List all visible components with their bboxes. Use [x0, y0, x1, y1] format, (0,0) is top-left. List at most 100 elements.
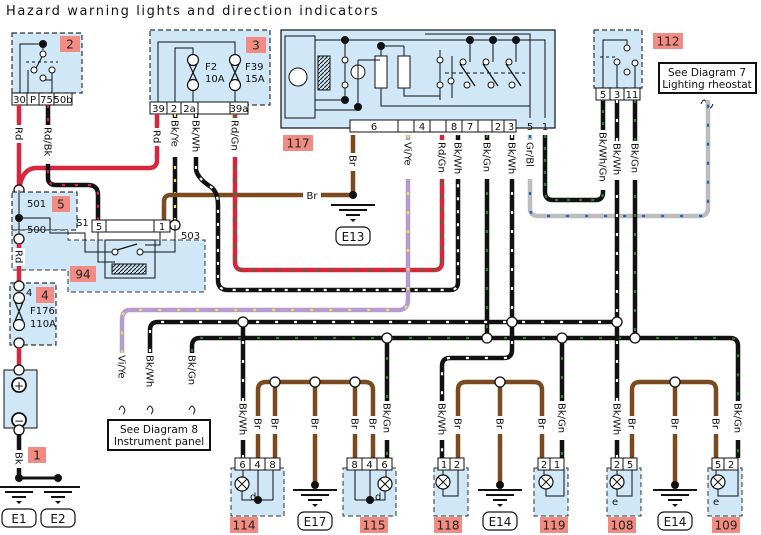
fuse-f2-rating: 10A	[205, 74, 225, 85]
label-gap	[347, 153, 359, 171]
lamp-115-wiring	[354, 470, 387, 501]
label-gap	[13, 248, 25, 266]
relay-s1-label: S1	[76, 218, 89, 229]
label-br-119: Br	[536, 418, 547, 430]
br-junction	[494, 376, 506, 388]
internal-splice	[489, 36, 497, 44]
label-br-109: Br	[710, 418, 721, 430]
label-gap	[732, 401, 744, 440]
fuse-terminal-bottom	[13, 337, 25, 349]
switch-internal-wiring	[315, 33, 546, 118]
bus-junction	[506, 316, 518, 328]
lamp-108-wiring	[616, 470, 633, 497]
pin-4: 4	[419, 122, 425, 133]
label-rd-bk: Rd/Bk	[42, 127, 53, 157]
bus-junction	[237, 316, 249, 328]
label-bk-wh-3: Bk/Wh	[506, 142, 517, 174]
battery-plus-icon	[11, 377, 27, 393]
label-gap	[611, 141, 623, 180]
ground-arrow	[55, 501, 61, 504]
battery-terminal	[13, 424, 25, 436]
pin-3: 3	[614, 90, 620, 101]
note-diagram-8-frame	[107, 419, 211, 451]
component-94-badge: 94	[75, 268, 90, 282]
relay-blade	[116, 243, 138, 251]
pin-8: 8	[451, 122, 457, 133]
pin-4: 4	[366, 460, 372, 471]
pin-P: P	[30, 95, 36, 106]
bus-junction	[611, 316, 623, 328]
label-br-118: Br	[452, 418, 463, 430]
ground-e1: E1	[11, 512, 26, 526]
fuse-terminal	[186, 53, 200, 67]
splice-e14-a	[496, 481, 504, 489]
ground-arrow	[16, 501, 22, 504]
pin-8: 8	[351, 460, 357, 471]
label-gap	[42, 125, 54, 164]
component-109-panel	[707, 467, 743, 517]
wire-bk-wh-2a	[193, 114, 461, 293]
junction-500	[13, 233, 25, 245]
pin-5: 5	[527, 122, 533, 133]
ground-e1-frame	[1, 508, 37, 528]
wire-core	[45, 105, 101, 220]
splice-e17	[311, 481, 319, 489]
lamp-109-wiring	[715, 470, 739, 497]
label-br-e13: Br	[307, 191, 319, 202]
pin-6: 6	[371, 122, 377, 133]
diagram-title: Hazard warning lights and direction indi…	[6, 4, 380, 19]
ground-dot	[54, 474, 62, 482]
label-gap	[436, 401, 448, 440]
pin-8: 8	[269, 460, 275, 471]
label-rd-500: Rd	[13, 250, 24, 263]
label-br-114b: Br	[269, 418, 280, 430]
contact	[613, 58, 621, 66]
connector-symbol	[146, 405, 154, 415]
component-1-badge-bg	[28, 447, 46, 463]
label-gap	[349, 416, 361, 434]
note-diagram-8-line2: Instrument panel	[114, 436, 204, 448]
lamp-cross	[712, 476, 724, 488]
label-gap	[402, 140, 414, 179]
fuse-element	[14, 301, 24, 322]
switch-contact	[487, 81, 495, 89]
pin-1: 1	[441, 460, 447, 471]
note-diagram-7-frame	[658, 62, 757, 94]
label-gap	[237, 401, 249, 440]
relay-coil	[317, 55, 331, 91]
component-108-pins	[610, 457, 638, 471]
component-108-panel	[606, 467, 642, 517]
label-bk-battery: Bk	[13, 452, 24, 465]
label-gap	[13, 125, 25, 143]
label-bk-wh-ip: Bk/Wh	[144, 355, 155, 387]
label-gap	[710, 416, 722, 434]
component-118-badge: 118	[437, 519, 460, 533]
lamp-118-wiring	[442, 470, 459, 497]
contact	[48, 66, 56, 74]
label-gap	[381, 401, 393, 440]
label-gap	[144, 353, 156, 392]
ground-e2: E2	[50, 512, 65, 526]
br-junction	[349, 376, 361, 388]
pin-39: 39	[152, 104, 165, 115]
component-108-badge-bg	[608, 517, 636, 533]
pin-2: 2	[171, 104, 177, 115]
switch-junction	[39, 40, 47, 48]
wire-rd-bk	[45, 105, 101, 220]
wire-rd-39	[16, 114, 160, 191]
component-109-badge: 109	[715, 519, 738, 533]
component-117-badge: 117	[287, 137, 310, 151]
component-117-badge-bg	[283, 135, 313, 151]
fuse-f39	[228, 53, 242, 92]
relay-coil	[111, 263, 147, 275]
switch-contact	[447, 77, 455, 85]
wire-stripe	[148, 320, 617, 390]
lamp-cross	[379, 478, 391, 490]
component-94-badge-bg	[70, 266, 96, 282]
component-118-badge-bg	[434, 517, 462, 533]
fuse-terminal	[186, 78, 200, 92]
br-junction	[309, 376, 321, 388]
lamp-115-tag: d	[375, 492, 381, 503]
label-gap	[186, 353, 198, 392]
label-gap	[524, 140, 536, 179]
